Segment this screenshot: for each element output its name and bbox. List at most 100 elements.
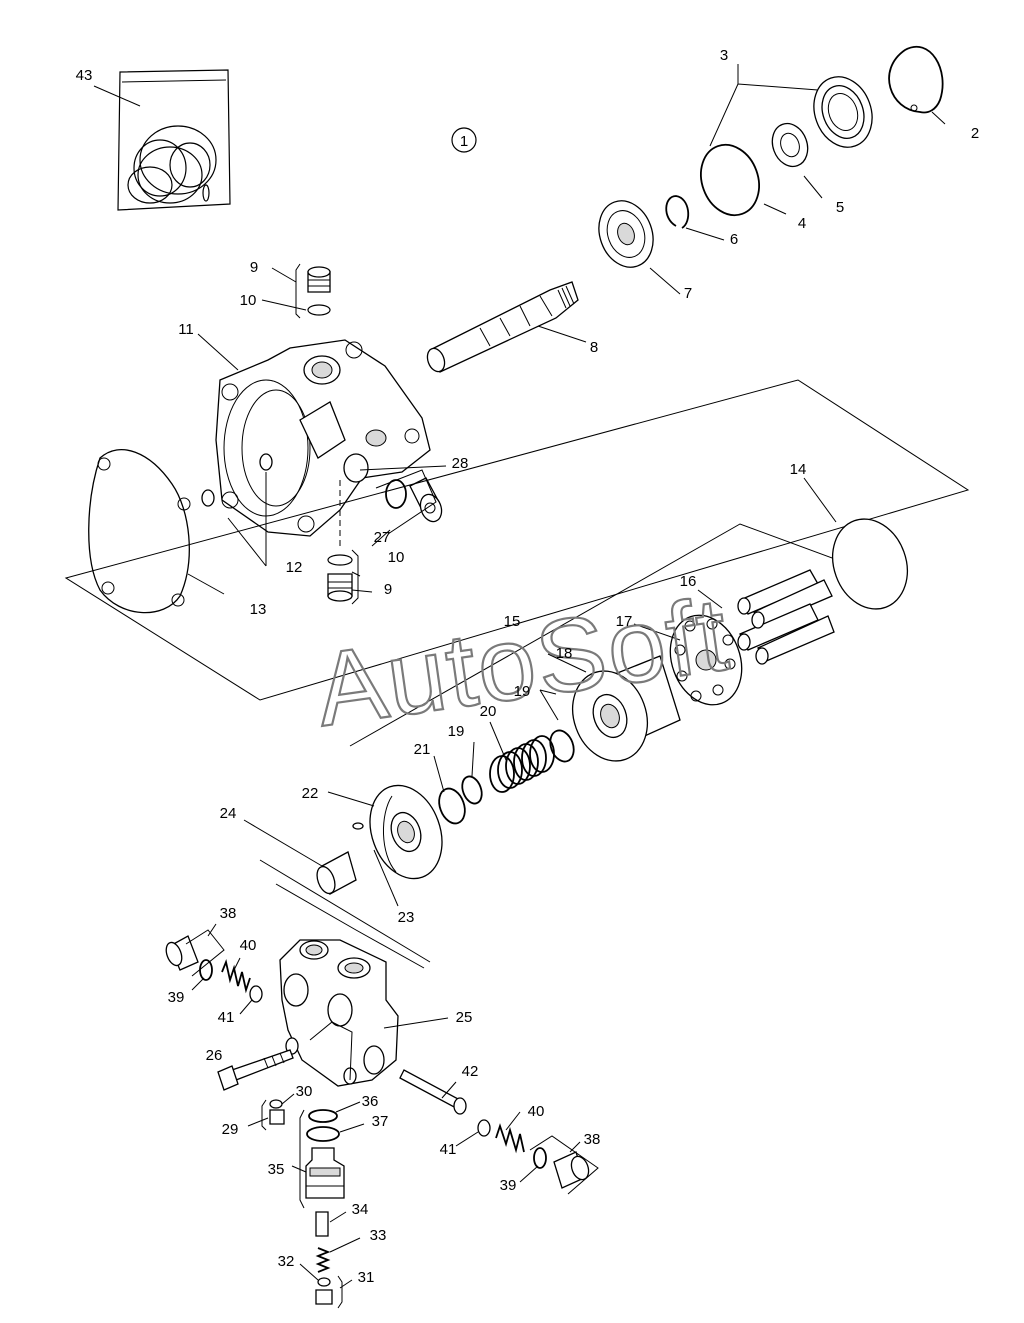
callout-41-2: 41 xyxy=(440,1141,457,1158)
o-ring-30 xyxy=(269,1099,283,1109)
bracket-35-37 xyxy=(299,1109,305,1209)
callout-9-2: 9 xyxy=(384,581,392,598)
bracket-38-39-left xyxy=(185,929,225,977)
o-ring-28 xyxy=(385,479,407,509)
callout-5: 5 xyxy=(836,199,844,216)
drive-shaft-8 xyxy=(426,281,579,373)
bracket-38-39-right xyxy=(529,1135,599,1195)
seat-41-left xyxy=(249,985,263,1003)
callout-38-2: 38 xyxy=(584,1131,601,1148)
plug-9-bottom xyxy=(327,573,353,602)
seal-kit-bag xyxy=(117,69,231,211)
callout-17: 17 xyxy=(616,613,633,630)
callout-40: 40 xyxy=(240,937,257,954)
plug-29 xyxy=(269,1109,285,1125)
bearing-7 xyxy=(598,200,654,268)
bushing-5 xyxy=(771,122,809,168)
callout-16: 16 xyxy=(680,573,697,590)
callout-14: 14 xyxy=(790,461,807,478)
callout-19-2: 19 xyxy=(448,723,465,740)
plug-38-left xyxy=(165,935,199,971)
callout-10: 10 xyxy=(240,292,257,309)
assembly-marker-label: 1 xyxy=(460,133,468,150)
port-block-25 xyxy=(279,939,399,1087)
o-ring-39-right xyxy=(533,1147,547,1169)
bushing-24 xyxy=(316,851,357,895)
retainer-plate-17 xyxy=(669,614,743,706)
piston-set-16 xyxy=(737,569,835,665)
callout-4: 4 xyxy=(798,215,806,232)
callout-34: 34 xyxy=(352,1201,369,1218)
group-boundary-upper xyxy=(64,379,970,701)
callout-38: 38 xyxy=(220,905,237,922)
callout-39-2: 39 xyxy=(500,1177,517,1194)
bracket-9-10-top xyxy=(295,263,301,319)
callout-6: 6 xyxy=(730,231,738,248)
spring-40-left xyxy=(221,958,251,994)
part-callouts: 2345678991010111213141516171819192021222… xyxy=(76,47,980,1286)
o-ring-32 xyxy=(317,1277,331,1287)
callout-13: 13 xyxy=(250,601,267,618)
callout-19: 19 xyxy=(514,683,531,700)
o-ring-37 xyxy=(306,1126,340,1142)
callout-26: 26 xyxy=(206,1047,223,1064)
callout-36: 36 xyxy=(362,1093,379,1110)
seat-41-right xyxy=(477,1119,491,1137)
oil-seal-3 xyxy=(813,76,873,148)
ring-19-upper xyxy=(549,729,575,763)
callout-41: 41 xyxy=(218,1009,235,1026)
callout-27: 27 xyxy=(374,529,391,546)
plug-9-top xyxy=(307,266,331,293)
bracket-9-10-bottom xyxy=(351,549,359,605)
callout-31: 31 xyxy=(358,1269,375,1286)
callout-7: 7 xyxy=(684,285,692,302)
bolt-26 xyxy=(217,1049,294,1091)
callout-8: 8 xyxy=(590,339,598,356)
bracket-29-30 xyxy=(261,1099,267,1131)
pump-housing-11 xyxy=(215,339,431,537)
plug-27 xyxy=(409,477,443,523)
callout-29: 29 xyxy=(222,1121,239,1138)
callout-23: 23 xyxy=(398,909,415,926)
callout-40-2: 40 xyxy=(528,1103,545,1120)
bracket-27-28 xyxy=(375,469,437,535)
callout-35: 35 xyxy=(268,1161,285,1178)
ring-21 xyxy=(438,787,466,825)
spring-33 xyxy=(315,1247,331,1273)
callout-37: 37 xyxy=(372,1113,389,1130)
o-ring-36 xyxy=(308,1109,338,1123)
callout-22: 22 xyxy=(302,785,319,802)
callout-11: 11 xyxy=(178,321,194,338)
cylinder-block-18 xyxy=(572,655,681,762)
valve-spool-42 xyxy=(399,1069,467,1115)
callout-10-2: 10 xyxy=(388,549,405,566)
callout-15: 15 xyxy=(504,613,521,630)
o-ring-10-bottom xyxy=(327,554,353,566)
spring-20 xyxy=(489,735,555,793)
callout-2: 2 xyxy=(971,125,979,142)
plug-31 xyxy=(315,1289,333,1305)
callout-21: 21 xyxy=(414,741,431,758)
callout-30: 30 xyxy=(296,1083,313,1100)
callout-32: 32 xyxy=(278,1253,295,1270)
callout-39: 39 xyxy=(168,989,185,1006)
callout-43: 43 xyxy=(76,67,93,84)
callout-25: 25 xyxy=(456,1009,473,1026)
callout-18: 18 xyxy=(556,645,573,662)
snap-ring-6 xyxy=(665,195,690,229)
snap-ring-2 xyxy=(888,46,944,114)
o-ring-39-left xyxy=(199,959,213,981)
pin-23 xyxy=(352,822,364,830)
callout-3: 3 xyxy=(720,47,728,64)
compensator-35 xyxy=(305,1147,345,1199)
dowel-pins-12 xyxy=(201,453,273,507)
callout-20: 20 xyxy=(480,703,497,720)
callout-24: 24 xyxy=(220,805,237,822)
callout-33: 33 xyxy=(370,1227,387,1244)
o-ring-4 xyxy=(700,143,760,217)
callout-28: 28 xyxy=(452,455,469,472)
bracket-31-32 xyxy=(337,1275,343,1309)
gasket-13 xyxy=(88,448,191,614)
